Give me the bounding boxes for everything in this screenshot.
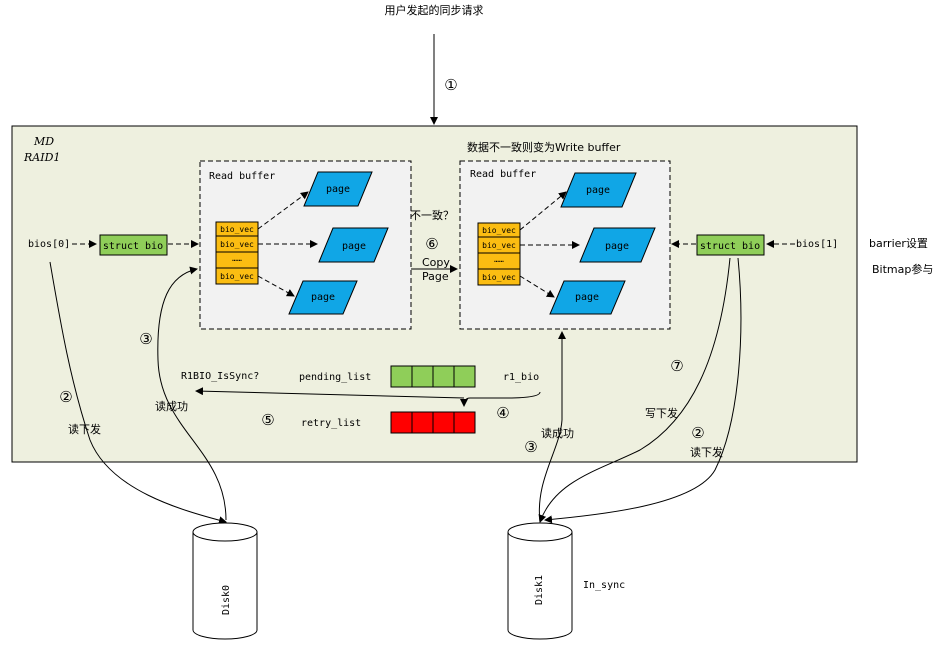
right-struct-bio: [696, 234, 765, 256]
left-bio-vec-1: bio_vec: [220, 225, 254, 234]
r1bio-to-retry-arrow: [460, 391, 541, 407]
md-raid1-panel: [11, 125, 858, 463]
right-bio-vec-2: bio_vec: [482, 241, 516, 250]
page-label: Page: [422, 270, 449, 283]
right-page-2: [579, 227, 656, 263]
right-page-2-label: page: [605, 241, 629, 252]
retry-to-issync-arrow: [195, 387, 465, 399]
in-sync-label: In_sync: [583, 580, 625, 591]
pending-list-queue: [390, 365, 476, 388]
left-vec3-page3-arrow: [257, 275, 295, 297]
step-3-left-marker: ③: [139, 330, 152, 348]
pending-list-label: pending_list: [299, 372, 371, 383]
right-struct-bio-label: struct bio: [700, 241, 760, 252]
left-bio-vec-3: bio_vec: [220, 272, 254, 281]
step-3-right-marker: ③: [524, 438, 537, 456]
write-buffer-note: 数据不一致则变为Write buffer: [467, 140, 621, 154]
retry-list-queue: [390, 411, 476, 434]
disk1-cylinder: [507, 522, 573, 640]
right-read-success-arrow: [538, 331, 566, 523]
left-page-1-label: page: [326, 184, 350, 195]
step-2-right-marker: ②: [691, 424, 704, 442]
left-read-success-arrow: [157, 266, 227, 521]
step-4-marker: ④: [496, 404, 509, 422]
step-7-marker: ⑦: [670, 357, 683, 375]
right-buffer-title: Read buffer: [470, 169, 536, 180]
right-bio-vec-3: bio_vec: [482, 273, 516, 282]
right-read-success-label: 读成功: [541, 426, 574, 440]
bitmap-label: Bitmap参与: [872, 262, 933, 276]
left-struct-bio: [99, 234, 168, 256]
md-title: MD: [33, 135, 54, 148]
step-5-marker: ⑤: [261, 411, 274, 429]
step-6-marker: ⑥: [425, 235, 438, 253]
left-read-success-label: 读成功: [155, 399, 188, 413]
disk0-label: Disk0: [221, 585, 232, 615]
write-issue-arrow: [538, 257, 731, 523]
raid1-title: RAID1: [23, 151, 60, 164]
retry-list-label: retry_list: [301, 418, 361, 429]
right-page-3: [549, 280, 626, 315]
right-vec3-page3-arrow: [519, 275, 555, 298]
barrier-label: barrier设置: [869, 237, 928, 250]
left-page-3-label: page: [311, 292, 335, 303]
left-bio-vec-ellipsis: ……: [232, 254, 242, 263]
left-struct-bio-label: struct bio: [103, 241, 163, 252]
left-page-2-label: page: [342, 241, 366, 252]
left-bio-vec-2: bio_vec: [220, 240, 254, 249]
left-buffer-title: Read buffer: [209, 171, 275, 182]
right-page-3-label: page: [575, 292, 599, 303]
r1-bio-label: r1_bio: [503, 372, 539, 383]
right-vec1-page1-arrow: [519, 191, 567, 231]
disk0-cylinder: [192, 522, 258, 640]
step-2-left-marker: ②: [59, 388, 72, 406]
inconsistent-label: 不一致？: [410, 208, 454, 222]
copy-label: Copy: [422, 256, 450, 269]
left-read-issue-arrow: [49, 261, 227, 525]
right-read-issue-arrow: [544, 257, 742, 524]
disk1-label: Disk1: [534, 575, 545, 605]
bios-0-label: bios[0]: [28, 239, 70, 250]
left-page-2: [318, 227, 389, 263]
right-bio-vec-1: bio_vec: [482, 226, 516, 235]
bios-1-label: bios[1]: [796, 239, 838, 250]
left-page-3: [288, 280, 358, 315]
left-read-issue-label: 读下发: [68, 422, 101, 436]
left-vec1-page1-arrow: [257, 191, 309, 230]
sync-request-label: 用户发起的同步请求: [385, 3, 484, 17]
right-page-1-label: page: [586, 185, 610, 196]
right-read-issue-label: 读下发: [690, 445, 723, 459]
right-bio-vec-ellipsis: ……: [494, 255, 504, 264]
write-issue-label: 写下发: [645, 406, 678, 420]
right-bio-vec-stack: bio_vec bio_vec …… bio_vec: [477, 222, 521, 286]
r1bio-issync-label: R1BIO_IsSync?: [181, 371, 259, 382]
step-1-marker: ①: [444, 76, 457, 94]
left-bio-vec-stack: bio_vec bio_vec …… bio_vec: [215, 221, 259, 285]
